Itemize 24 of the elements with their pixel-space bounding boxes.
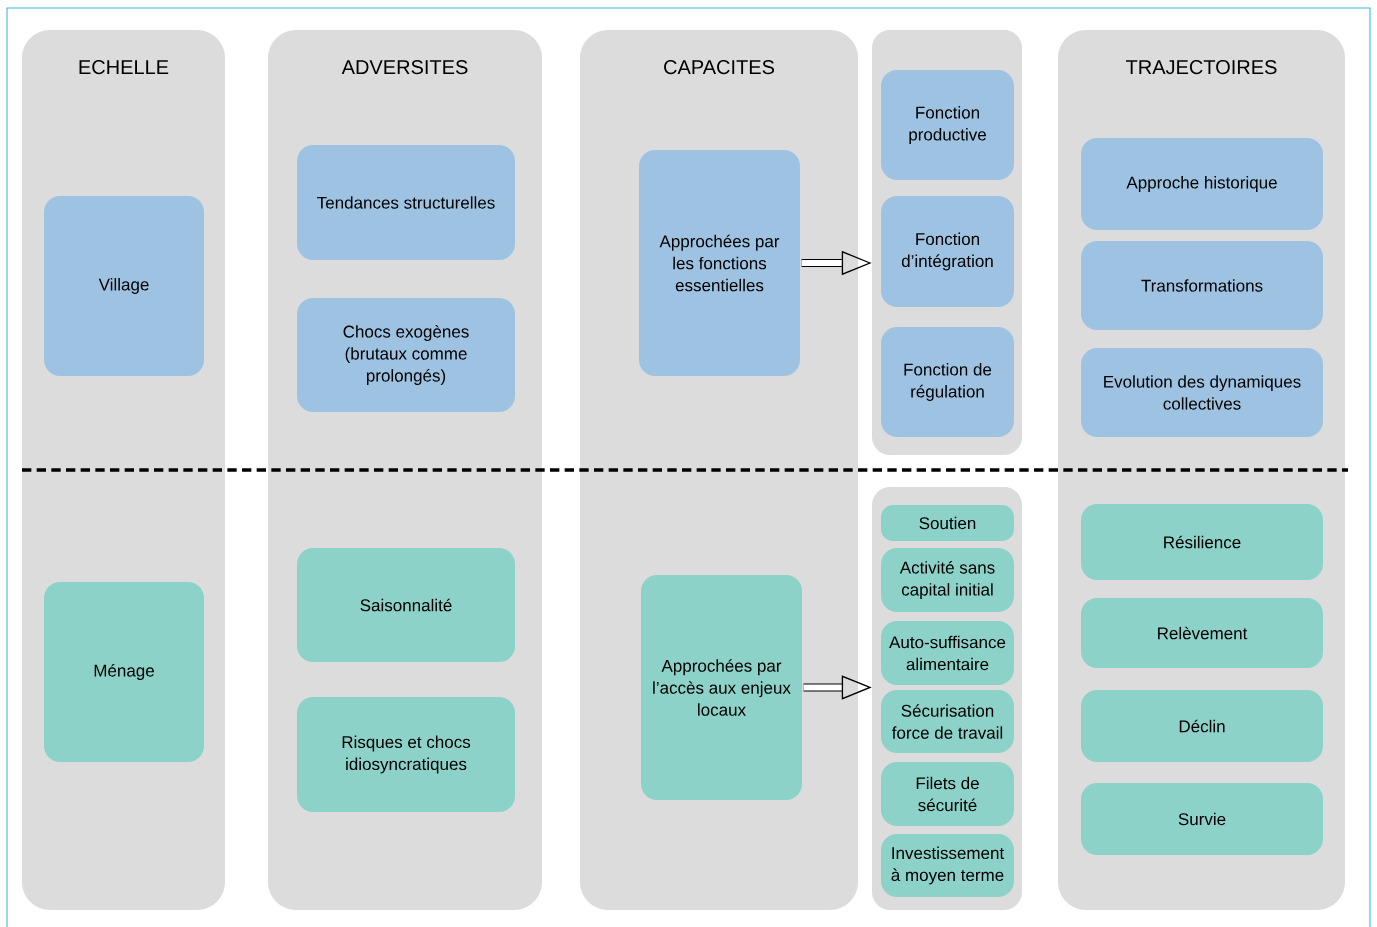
item-box: Risques et chocs idiosyncratiques (297, 697, 515, 812)
item-box: Sécurisation force de travail (881, 690, 1014, 753)
item-box: Fonction d’intégration (881, 196, 1014, 307)
item-box: Evolution des dynamiques collectives (1081, 348, 1323, 437)
item-box: Ménage (44, 582, 204, 762)
item-box: Village (44, 196, 204, 376)
item-box: Approchées par l’accès aux enjeux locaux (641, 575, 802, 800)
item-box: Survie (1081, 783, 1323, 855)
item-box: Investissement à moyen terme (881, 834, 1014, 897)
item-box: Approchées par les fonctions essentielles (639, 150, 800, 376)
item-box: Saisonnalité (297, 548, 515, 662)
item-box: Activité sans capital initial (881, 548, 1014, 612)
item-box: Déclin (1081, 690, 1323, 762)
item-box: Fonction productive (881, 70, 1014, 180)
item-box: Transformations (1081, 241, 1323, 330)
item-box: Soutien (881, 505, 1014, 541)
item-box: Relèvement (1081, 598, 1323, 668)
item-box: Fonction de régulation (881, 327, 1014, 437)
item-box: Chocs exogènes (brutaux comme prolongés) (297, 298, 515, 412)
item-box: Approche historique (1081, 138, 1323, 230)
item-box: Filets de sécurité (881, 762, 1014, 826)
item-box: Résilience (1081, 504, 1323, 580)
item-box: Tendances structurelles (297, 145, 515, 260)
item-box: Auto-suffisance alimentaire (881, 621, 1014, 685)
